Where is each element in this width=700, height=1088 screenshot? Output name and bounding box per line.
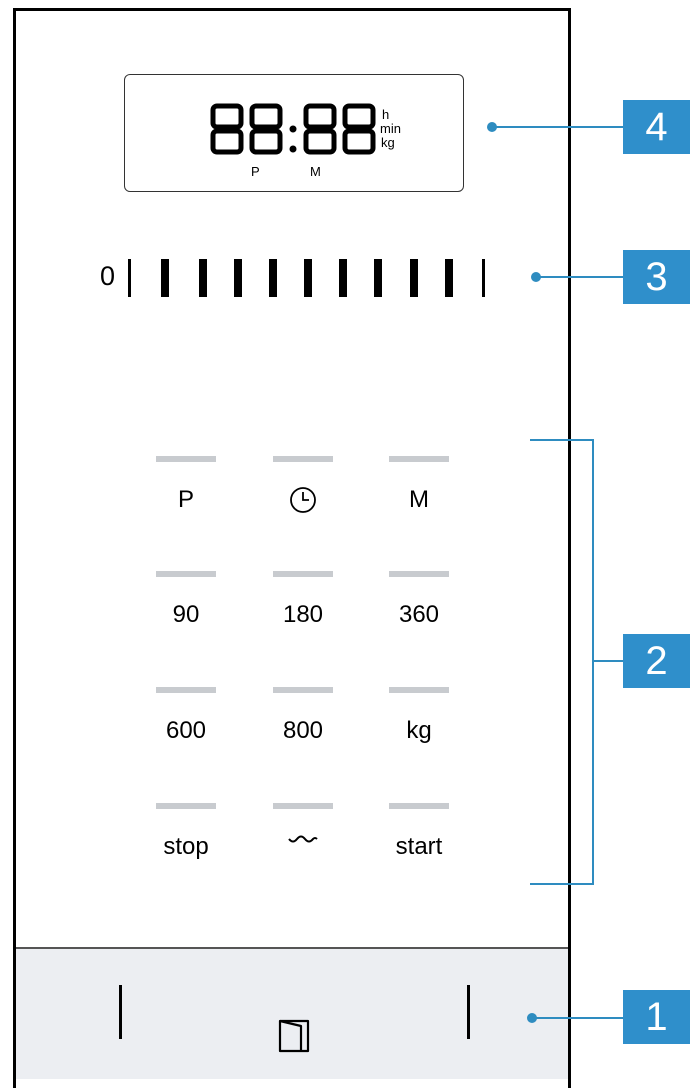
key-label: start	[395, 833, 443, 860]
leader-line-4	[493, 126, 623, 128]
leader-line-1	[530, 1017, 623, 1019]
key-800[interactable]: 800	[253, 687, 353, 787]
indicator-p: P	[251, 164, 260, 179]
key-360[interactable]: 360	[369, 571, 469, 671]
indicator-m: M	[310, 164, 321, 179]
level-segment	[445, 259, 453, 297]
level-segment	[374, 259, 382, 297]
leader-dot-4	[487, 122, 497, 132]
level-segment	[339, 259, 347, 297]
key-label: 180	[282, 601, 324, 628]
level-segment	[234, 259, 242, 297]
digital-display	[124, 74, 464, 192]
key-label: 360	[398, 601, 440, 628]
key-label: M	[409, 486, 429, 513]
display-digit	[210, 103, 244, 155]
door-strip-left-line	[119, 985, 122, 1039]
level-zero-label: 0	[100, 261, 116, 291]
key-label: 800	[282, 717, 324, 744]
key-stop[interactable]: stop	[136, 803, 236, 903]
key-touch-bar	[389, 687, 449, 693]
door-opener-strip	[16, 947, 568, 1079]
key-label: kg	[406, 717, 432, 744]
level-segment	[410, 259, 418, 297]
key-touch-bar	[156, 456, 216, 462]
key-M[interactable]: M	[369, 456, 469, 556]
key-label: 90	[172, 601, 200, 628]
level-start-tick	[128, 259, 131, 297]
key-P[interactable]: P	[136, 456, 236, 556]
wave-icon	[288, 835, 318, 843]
key-kg[interactable]: kg	[369, 687, 469, 787]
key-clock-icon[interactable]	[253, 456, 353, 556]
level-segment	[199, 259, 207, 297]
callout-4: 4	[623, 100, 690, 154]
key-touch-bar	[273, 803, 333, 809]
callout-3: 3	[623, 250, 690, 304]
key-wave-icon[interactable]	[253, 803, 353, 903]
key-label: P	[177, 486, 194, 513]
unit-h: h	[382, 107, 390, 122]
key-touch-bar	[156, 803, 216, 809]
door-open-icon[interactable]	[277, 1017, 313, 1055]
clock-icon	[290, 487, 316, 513]
unit-kg: kg	[381, 135, 395, 150]
display-digit	[303, 103, 337, 155]
unit-min: min	[380, 121, 401, 136]
leader-dot-1	[527, 1013, 537, 1023]
leader-line-3	[537, 276, 623, 278]
key-touch-bar	[389, 571, 449, 577]
display-colon	[289, 125, 297, 153]
callout-2: 2	[623, 634, 690, 688]
callout-1: 1	[623, 990, 690, 1044]
keypad-bracket	[530, 439, 594, 885]
display-digit	[249, 103, 283, 155]
display-digit	[342, 103, 376, 155]
key-label: 600	[165, 717, 207, 744]
leader-line-2	[593, 660, 623, 662]
key-touch-bar	[273, 456, 333, 462]
leader-dot-3	[531, 272, 541, 282]
key-label: stop	[163, 833, 209, 860]
key-touch-bar	[156, 571, 216, 577]
key-90[interactable]: 90	[136, 571, 236, 671]
level-segment	[304, 259, 312, 297]
level-end-tick	[482, 259, 485, 297]
key-touch-bar	[273, 687, 333, 693]
key-180[interactable]: 180	[253, 571, 353, 671]
key-start[interactable]: start	[369, 803, 469, 903]
door-strip-right-line	[467, 985, 470, 1039]
key-touch-bar	[156, 687, 216, 693]
level-segment	[161, 259, 169, 297]
key-600[interactable]: 600	[136, 687, 236, 787]
level-segment	[269, 259, 277, 297]
key-touch-bar	[389, 803, 449, 809]
key-touch-bar	[389, 456, 449, 462]
key-touch-bar	[273, 571, 333, 577]
